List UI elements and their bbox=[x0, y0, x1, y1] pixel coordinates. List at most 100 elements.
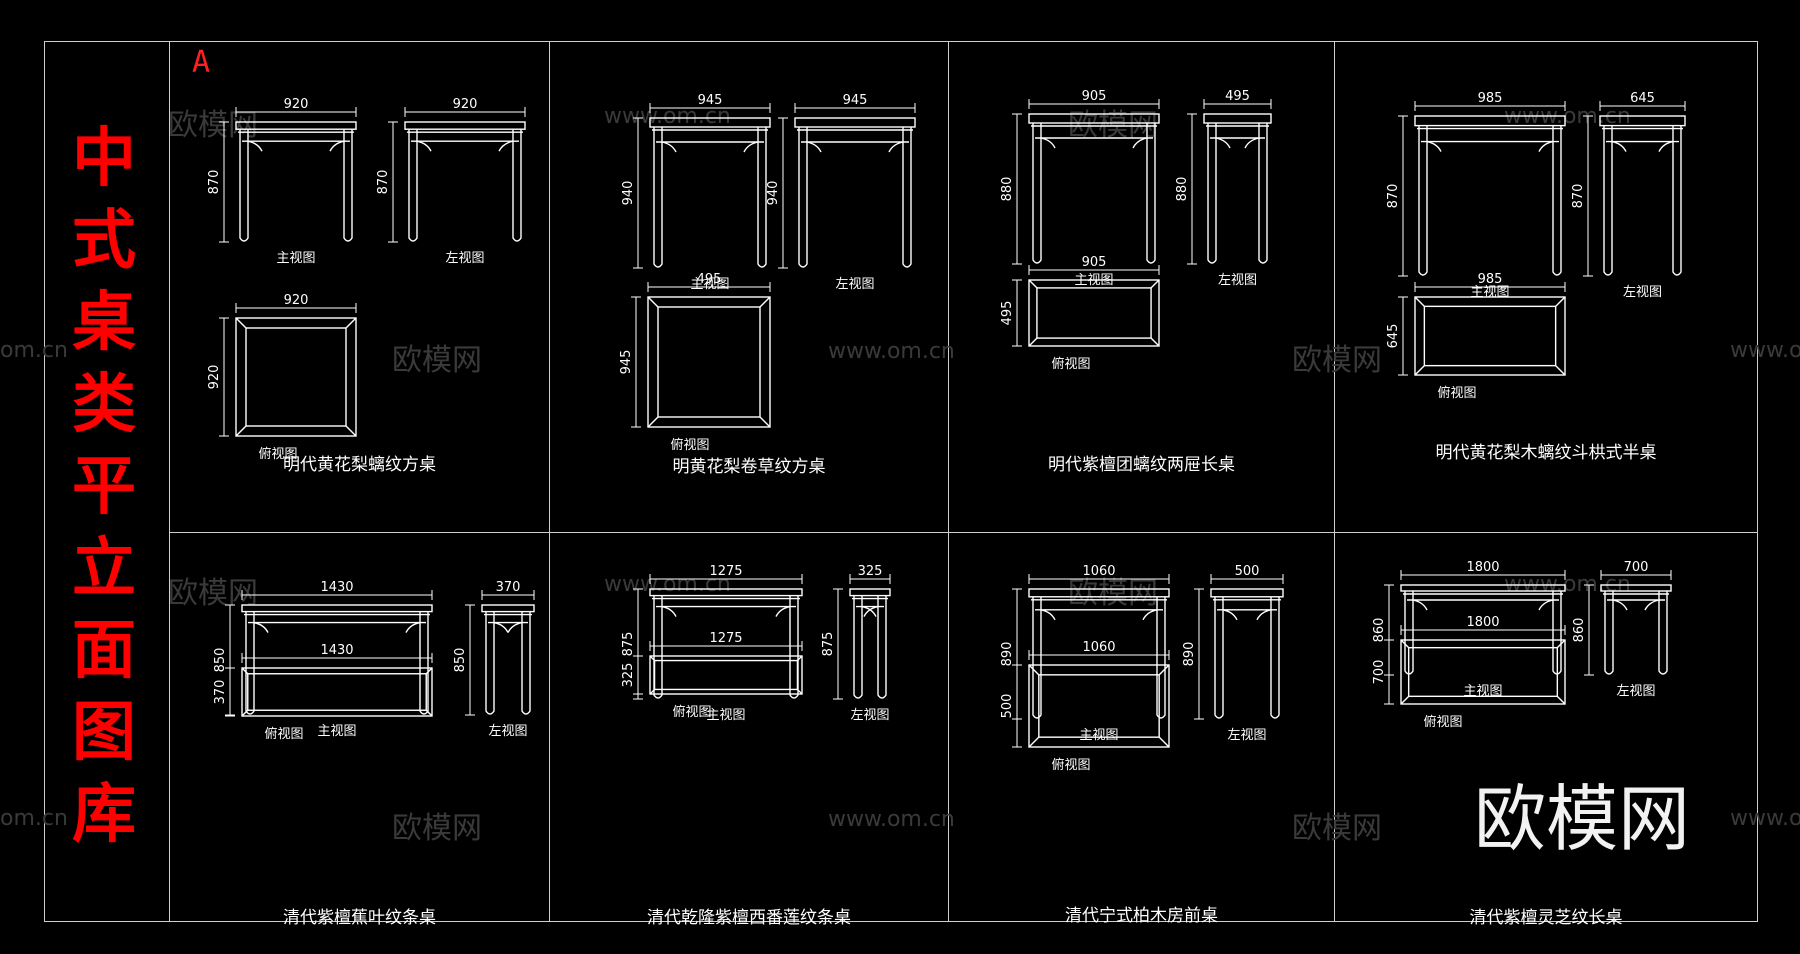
side-view-label: 左视图 bbox=[1227, 728, 1266, 743]
table-name: 清代紫檀灵芝纹长桌 bbox=[1469, 908, 1623, 928]
side-height-label: 860 bbox=[1572, 618, 1587, 643]
top-width-label: 1060 bbox=[1082, 640, 1115, 655]
side-height-label: 880 bbox=[1175, 177, 1190, 202]
watermark-brand: 欧模网 bbox=[1292, 343, 1382, 378]
front-width-label: 1275 bbox=[709, 564, 742, 579]
grid-column-divider bbox=[549, 41, 550, 922]
front-height-label: 870 bbox=[1386, 184, 1401, 209]
side-height-label: 875 bbox=[821, 632, 836, 657]
side-width-label: 500 bbox=[1235, 564, 1260, 579]
front-height-label: 940 bbox=[621, 181, 636, 206]
side-width-label: 370 bbox=[496, 580, 521, 595]
side-width-label: 645 bbox=[1630, 91, 1655, 106]
top-plan bbox=[647, 296, 771, 428]
front-view-label: 主视图 bbox=[1470, 285, 1509, 300]
front-elevation bbox=[649, 588, 803, 699]
watermark-url: www.om. bbox=[1730, 806, 1800, 831]
front-height-label: 880 bbox=[1000, 177, 1015, 202]
side-width-label: 945 bbox=[843, 93, 868, 108]
side-height-label: 890 bbox=[1182, 642, 1197, 667]
table-name: 明黄花梨卷草纹方桌 bbox=[672, 457, 826, 477]
side-elevation bbox=[404, 121, 526, 242]
sheet-marker: A bbox=[192, 45, 211, 80]
front-view-label: 主视图 bbox=[1463, 684, 1502, 699]
front-height-label: 875 bbox=[621, 632, 636, 657]
side-height-label: 870 bbox=[1571, 184, 1586, 209]
title-character: 桌 bbox=[72, 285, 136, 360]
side-elevation bbox=[1599, 115, 1686, 276]
side-height-label: 940 bbox=[766, 181, 781, 206]
top-width-label: 905 bbox=[1082, 255, 1107, 270]
watermark-brand: 欧模网 bbox=[1068, 576, 1158, 611]
top-view-label: 俯视图 bbox=[1051, 757, 1090, 773]
watermark-brand: 欧模网 bbox=[1292, 811, 1382, 846]
top-plan bbox=[241, 667, 433, 717]
side-height-label: 850 bbox=[453, 648, 468, 673]
front-width-label: 920 bbox=[284, 97, 309, 112]
side-view-label: 左视图 bbox=[850, 708, 889, 723]
side-view-label: 左视图 bbox=[1218, 273, 1257, 288]
front-elevation bbox=[649, 117, 771, 268]
side-elevation bbox=[794, 117, 916, 268]
watermark-url: www.om. bbox=[1730, 338, 1800, 363]
side-elevation bbox=[481, 604, 535, 715]
top-width-label: 1800 bbox=[1466, 615, 1499, 630]
top-plan bbox=[1028, 664, 1170, 748]
title-character: 式 bbox=[72, 203, 136, 278]
table-name: 清代乾隆紫檀西番莲纹条桌 bbox=[647, 908, 851, 928]
watermark-url: www.om.cn bbox=[828, 807, 955, 832]
top-depth-label: 370 bbox=[213, 680, 228, 705]
front-elevation bbox=[1028, 588, 1170, 719]
front-width-label: 945 bbox=[698, 93, 723, 108]
top-width-label: 1275 bbox=[709, 631, 742, 646]
side-view-label: 左视图 bbox=[1616, 684, 1655, 699]
side-elevation bbox=[1600, 584, 1672, 675]
side-width-label: 495 bbox=[1225, 89, 1250, 104]
grid-row-divider bbox=[169, 532, 1758, 533]
title-character: 中 bbox=[72, 121, 136, 196]
front-height-label: 850 bbox=[213, 648, 228, 673]
title-character: 平 bbox=[72, 449, 136, 524]
side-elevation bbox=[849, 588, 891, 699]
table-name: 明代黄花梨螭纹方桌 bbox=[283, 455, 436, 475]
top-plan bbox=[1400, 639, 1566, 705]
side-elevation bbox=[1203, 113, 1272, 264]
side-view-label: 左视图 bbox=[835, 277, 874, 292]
top-width-label: 985 bbox=[1478, 272, 1503, 287]
front-elevation bbox=[235, 121, 357, 242]
front-width-label: 1800 bbox=[1466, 560, 1499, 575]
side-elevation bbox=[1210, 588, 1284, 719]
grid-column-divider bbox=[948, 41, 949, 922]
top-depth-label: 700 bbox=[1372, 660, 1387, 685]
front-view-label: 主视图 bbox=[706, 708, 745, 723]
front-height-label: 860 bbox=[1372, 618, 1387, 643]
top-view-label: 俯视图 bbox=[672, 704, 711, 720]
top-view-label: 俯视图 bbox=[1437, 385, 1476, 401]
watermark-url: om.cn bbox=[0, 338, 68, 363]
front-width-label: 905 bbox=[1082, 89, 1107, 104]
side-view-label: 左视图 bbox=[1623, 285, 1662, 300]
side-width-label: 700 bbox=[1624, 560, 1649, 575]
side-view-label: 左视图 bbox=[445, 251, 484, 266]
top-width-label: 920 bbox=[284, 293, 309, 308]
top-plan bbox=[1028, 279, 1160, 347]
table-name: 明代紫檀团螭纹两屉长桌 bbox=[1048, 455, 1235, 475]
title-character: 库 bbox=[72, 777, 136, 852]
table-name: 清代紫檀蕉叶纹条桌 bbox=[283, 908, 436, 928]
watermark-brand: 欧模网 bbox=[392, 343, 482, 378]
table-name: 清代宁式柏木房前桌 bbox=[1065, 906, 1218, 926]
